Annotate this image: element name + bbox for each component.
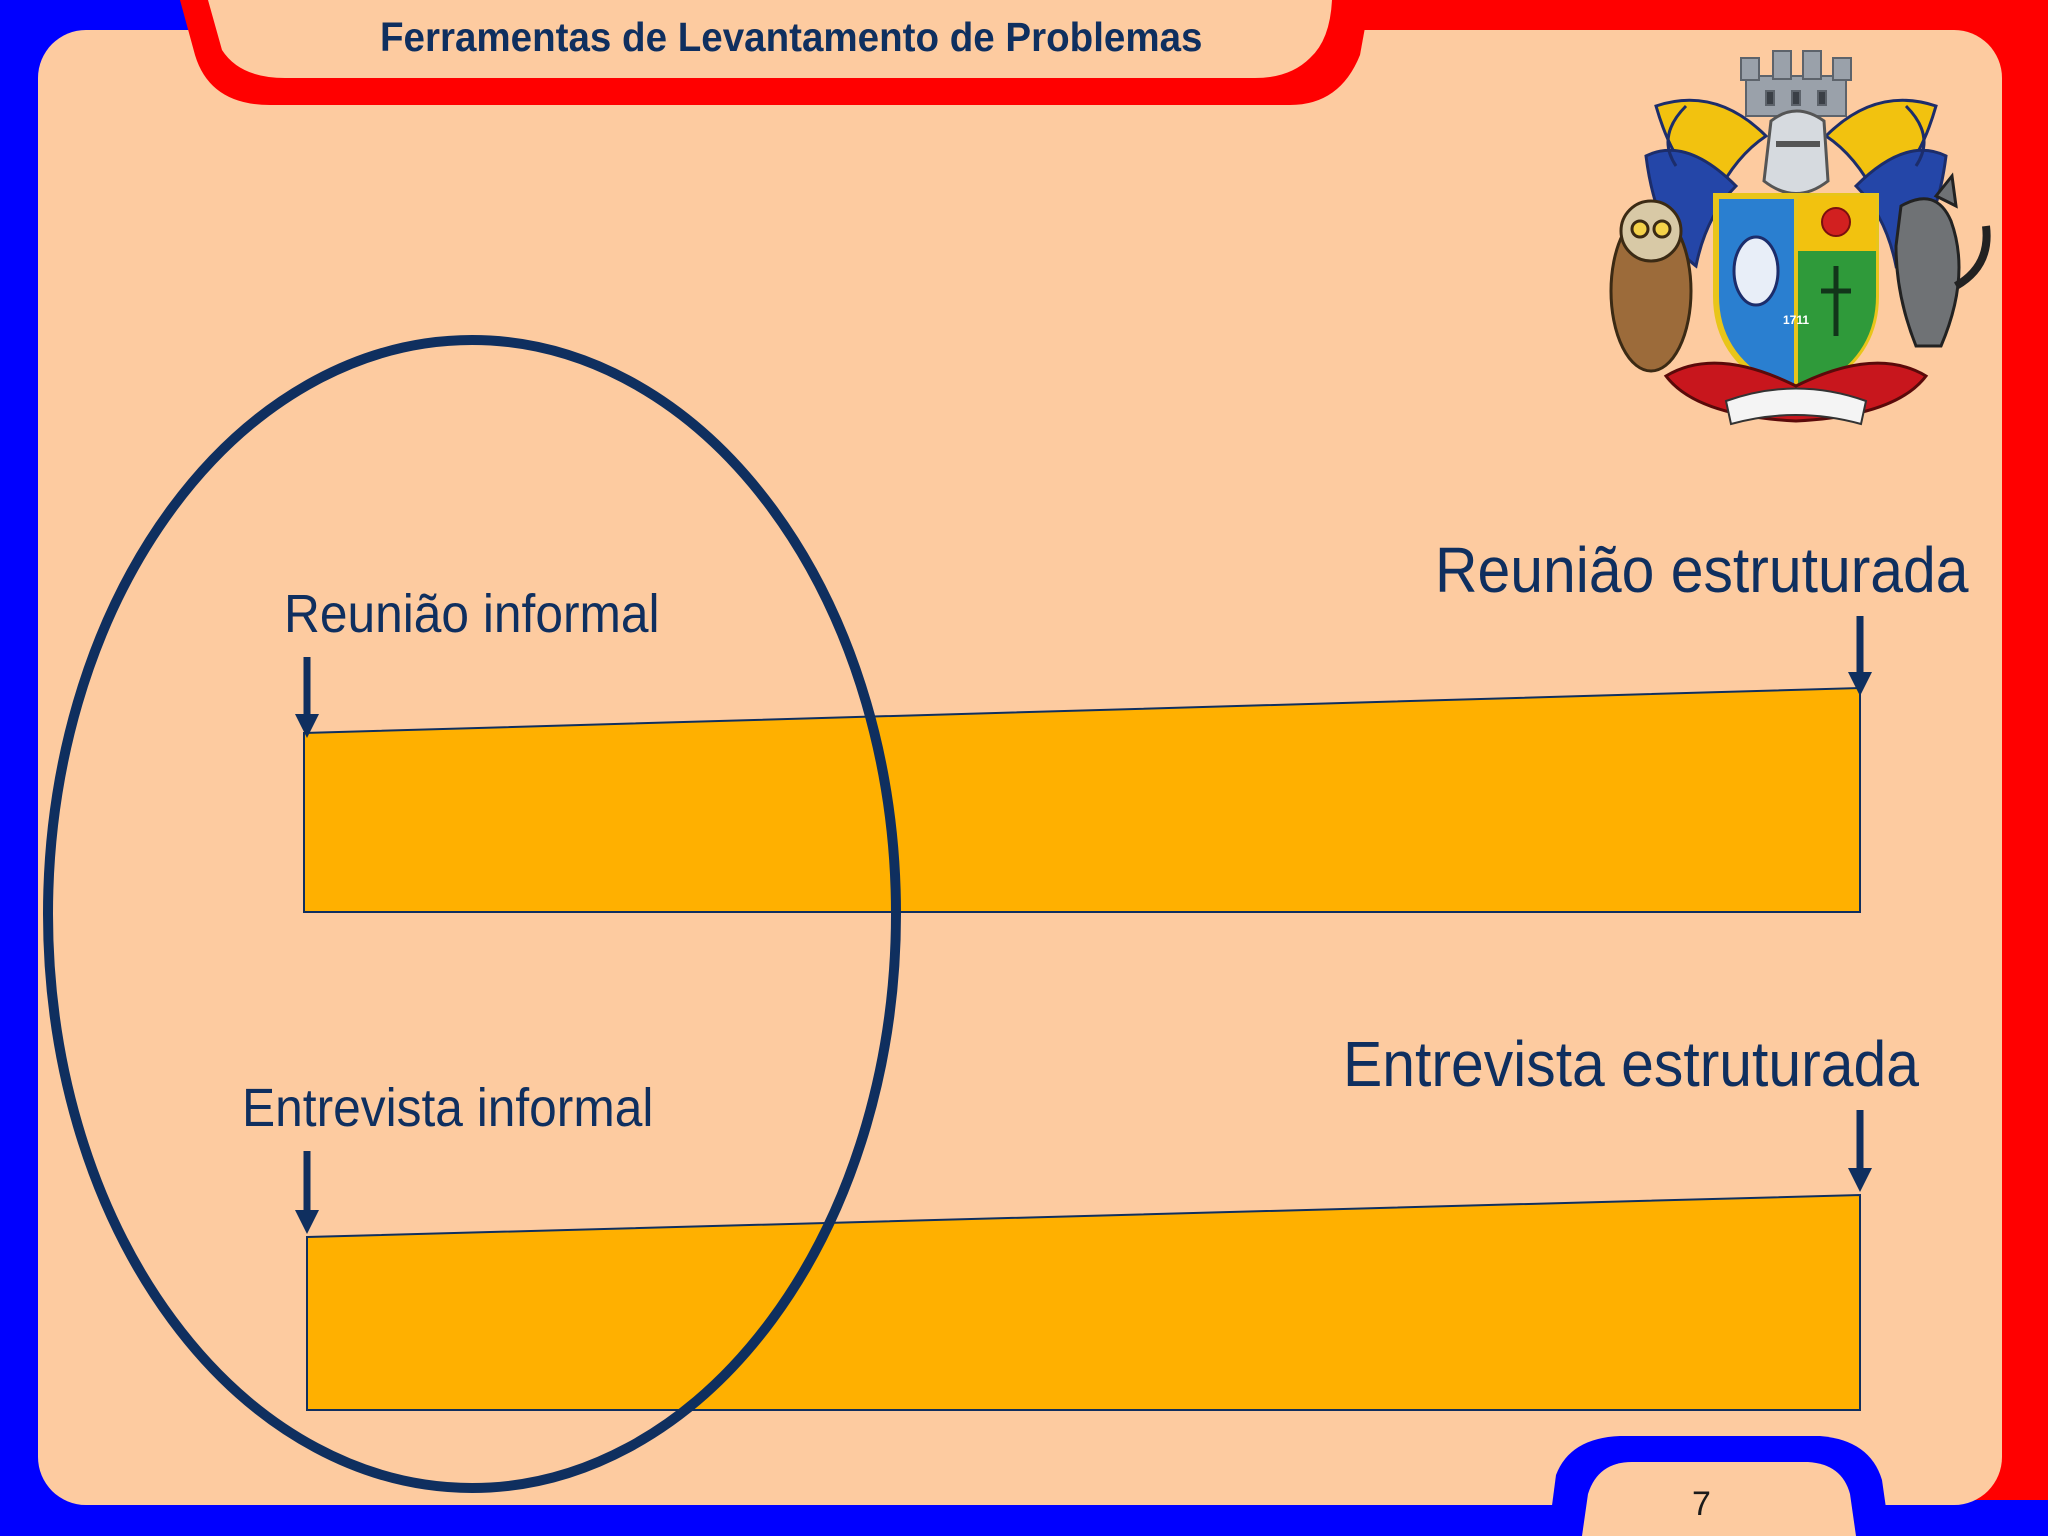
gradient-bar-reuniao [303, 686, 1861, 913]
page-tab [1582, 1462, 1856, 1536]
arrow-entrevista-estruturada [1848, 1110, 1872, 1192]
page-number: 7 [1692, 1485, 1711, 1523]
arrow-reuniao-informal [295, 657, 319, 738]
label-entrevista-estruturada: Entrevista estruturada [1343, 1028, 1920, 1100]
coat-of-arms-logo: 1711 [1609, 50, 1991, 426]
label-reuniao-estruturada: Reunião estruturada [1435, 534, 1969, 606]
arrow-reuniao-estruturada [1848, 616, 1872, 696]
slide-title: Ferramentas de Levantamento de Problemas [380, 14, 1203, 60]
arrow-entrevista-informal [295, 1151, 319, 1234]
title-tab [208, 0, 1332, 78]
crest-year: 1711 [1783, 313, 1809, 327]
label-reuniao-informal: Reunião informal [284, 584, 660, 644]
gradient-bar-entrevista [306, 1193, 1861, 1411]
highlight-ellipse [43, 335, 901, 1493]
label-entrevista-informal: Entrevista informal [242, 1078, 654, 1138]
